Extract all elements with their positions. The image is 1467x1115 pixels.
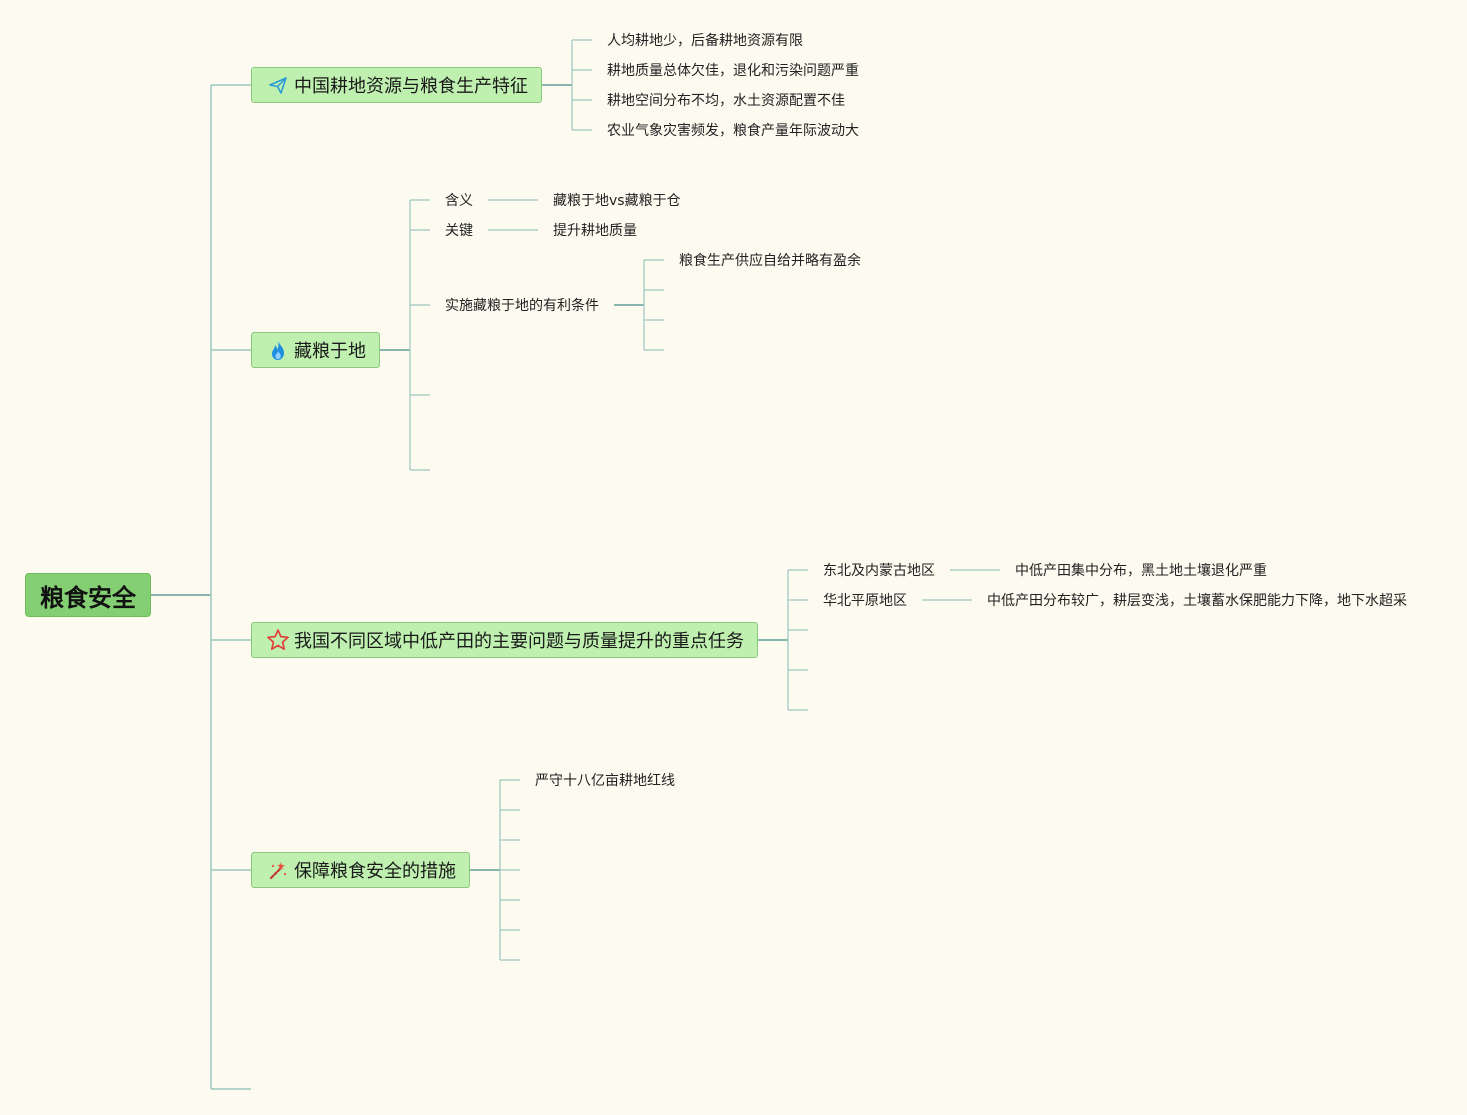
star-icon: [266, 628, 290, 652]
leaf-northeast-value[interactable]: 中低产田集中分布，黑土地土壤退化严重: [1015, 563, 1267, 579]
branch-label: 我国不同区域中低产田的主要问题与质量提升的重点任务: [294, 631, 744, 652]
leaf-meaning-label[interactable]: 含义: [445, 193, 473, 209]
leaf-red-line[interactable]: 严守十八亿亩耕地红线: [535, 773, 675, 789]
branch-label: 保障粮食安全的措施: [294, 861, 456, 882]
leaf-meaning-value[interactable]: 藏粮于地vs藏粮于仓: [553, 193, 681, 209]
branch-node-land-resources[interactable]: 中国耕地资源与粮食生产特征: [251, 67, 542, 103]
leaf-per-capita-land[interactable]: 人均耕地少，后备耕地资源有限: [607, 33, 803, 49]
branch-label: 中国耕地资源与粮食生产特征: [294, 76, 528, 97]
leaf-favorable-conditions[interactable]: 实施藏粮于地的有利条件: [445, 298, 599, 314]
branch-label: 藏粮于地: [294, 341, 366, 362]
branch-node-store-grain-in-land[interactable]: 藏粮于地: [251, 332, 380, 368]
leaf-north-china-value[interactable]: 中低产田分布较广，耕层变浅，土壤蓄水保肥能力下降，地下水超采: [987, 593, 1407, 609]
leaf-northeast-label[interactable]: 东北及内蒙古地区: [823, 563, 935, 579]
leaf-land-quality[interactable]: 耕地质量总体欠佳，退化和污染问题严重: [607, 63, 859, 79]
leaf-key-label[interactable]: 关键: [445, 223, 473, 239]
leaf-land-distribution[interactable]: 耕地空间分布不均，水土资源配置不佳: [607, 93, 845, 109]
leaf-climate-disasters[interactable]: 农业气象灾害频发，粮食产量年际波动大: [607, 123, 859, 139]
root-label: 粮食安全: [40, 583, 136, 612]
leaf-key-value[interactable]: 提升耕地质量: [553, 223, 637, 239]
flame-icon: [266, 338, 290, 362]
leaf-grain-self-sufficient[interactable]: 粮食生产供应自给并略有盈余: [679, 253, 861, 269]
magic-wand-icon: [266, 858, 290, 882]
branch-node-regional-low-yield-fields[interactable]: 我国不同区域中低产田的主要问题与质量提升的重点任务: [251, 622, 758, 658]
paper-plane-icon: [266, 73, 290, 97]
root-node[interactable]: 粮食安全: [25, 573, 151, 617]
leaf-north-china-label[interactable]: 华北平原地区: [823, 593, 907, 609]
branch-node-food-security-measures[interactable]: 保障粮食安全的措施: [251, 852, 470, 888]
